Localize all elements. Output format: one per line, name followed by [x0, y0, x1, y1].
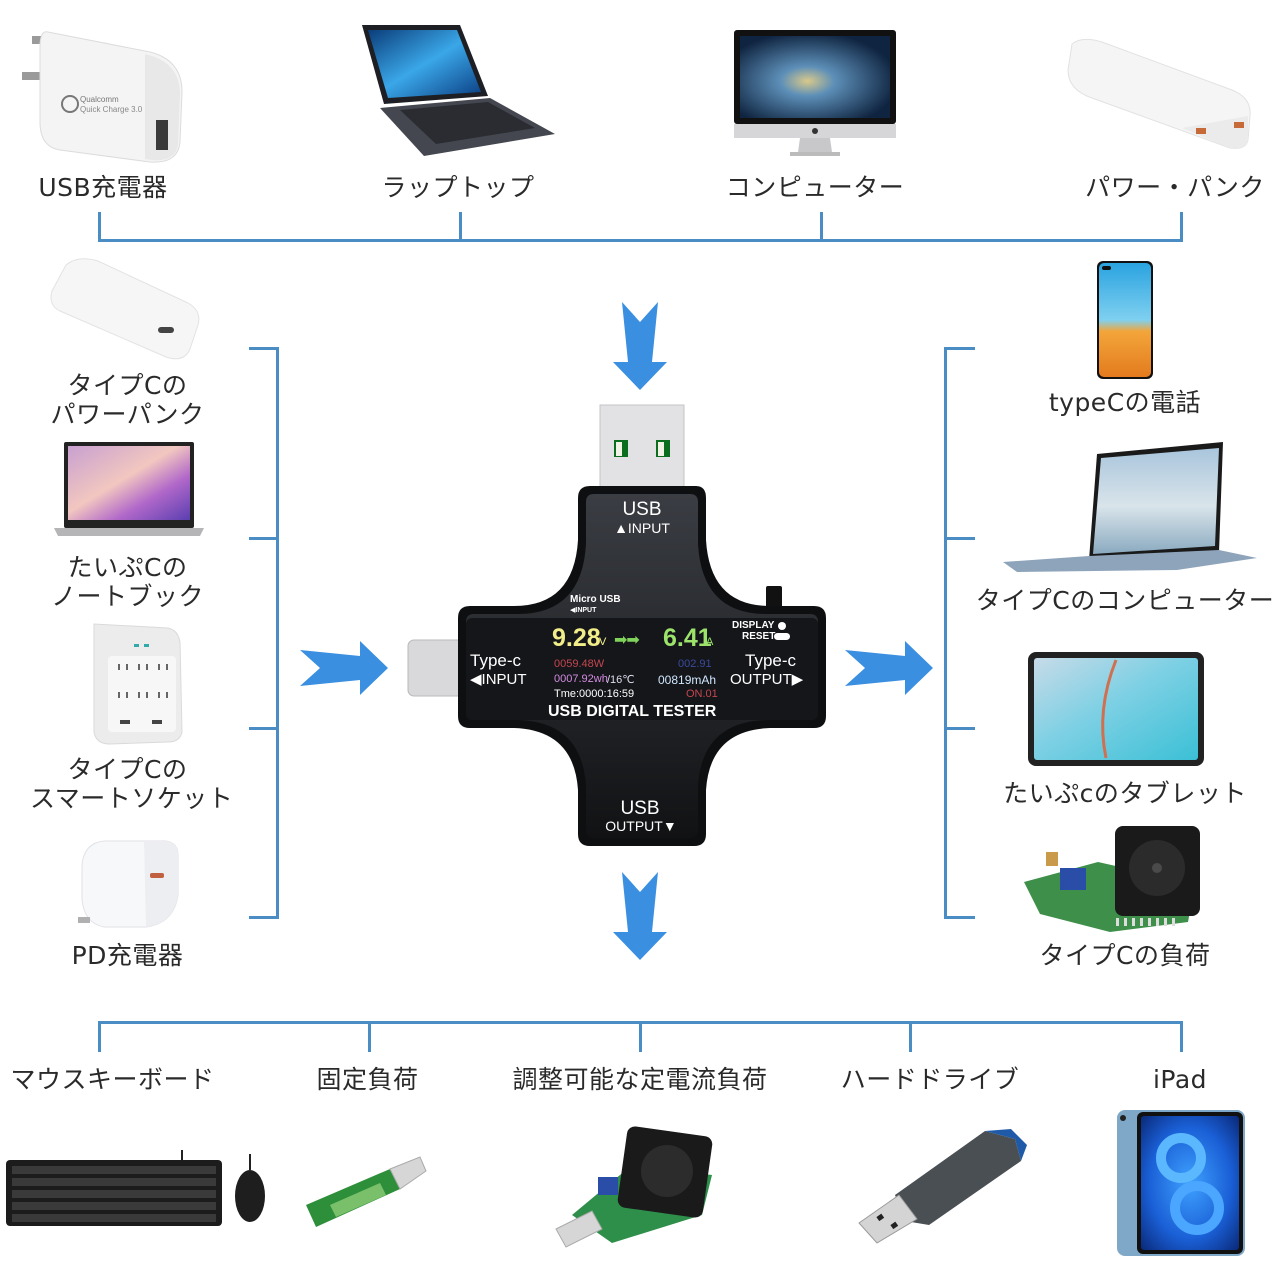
usb-drive-image — [858, 1129, 1027, 1244]
usb-digital-tester: USB ▲INPUT Micro USB ◀INPUT DISPLAY RESE… — [400, 400, 840, 860]
usb-output-sub: OUTPUT▼ — [605, 818, 677, 834]
left-label-smart-socket-line1: タイプCの — [67, 755, 188, 784]
voltage-unit: V — [599, 636, 607, 648]
bottom-label-adjustable-load: 調整可能な定電流負荷 — [512, 1065, 768, 1094]
left-label-typec-power-bank-line2: パワーパンク — [50, 400, 205, 429]
bottom-label-keyboard-mouse: マウスキーボード — [10, 1065, 215, 1094]
usb-input-title: USB — [622, 499, 662, 520]
svg-text:Quick Charge 3.0: Quick Charge 3.0 — [80, 105, 143, 114]
resistance-value: 002.91 — [678, 658, 712, 670]
usb-output-title: USB — [620, 798, 660, 819]
adjustable-load-image — [555, 1126, 713, 1248]
left-label-smart-socket-line2: スマートソケット — [30, 784, 234, 813]
right-label-typec-tablet: たいぷcのタブレット — [1003, 779, 1247, 808]
typec-output-title: Type-c — [745, 651, 797, 670]
capacity-value: 00819mAh — [658, 673, 717, 687]
micro-usb-sub: ◀INPUT — [570, 607, 597, 614]
arrow-down-bottom-icon — [613, 872, 667, 960]
smart-socket-image — [93, 623, 183, 745]
bottom-tick-5 — [1180, 1021, 1183, 1052]
energy-value: 0007.92wh — [554, 673, 608, 685]
right-tick-3 — [944, 727, 975, 730]
left-tick-4 — [249, 916, 279, 919]
current-value: 6.41 — [663, 624, 712, 652]
arrow-right-right-icon — [845, 641, 933, 695]
right-label-typec-load: タイプCの負荷 — [1039, 941, 1211, 970]
typec-phone-image — [1097, 261, 1153, 379]
right-bar-line — [944, 347, 947, 918]
flow-arrows: ➡➡ — [614, 632, 640, 649]
typec-input-title: Type-c — [470, 651, 522, 670]
typec-tablet-image — [1028, 652, 1204, 766]
power-bank-image — [1067, 38, 1251, 149]
display-button-icon[interactable] — [778, 622, 786, 630]
typec-input-sub: ◀INPUT — [470, 671, 527, 688]
typec-power-bank-image — [50, 258, 200, 360]
micro-usb-label: Micro USB — [570, 594, 621, 605]
usb-input-sub: ▲INPUT — [614, 520, 670, 536]
bottom-label-ipad: iPad — [1152, 1065, 1208, 1094]
top-tick-4 — [1180, 212, 1183, 241]
brand-label: USB DIGITAL TESTER — [548, 703, 717, 720]
usb-charger-image: Qualcomm Quick Charge 3.0 — [22, 31, 183, 163]
laptop-image — [362, 25, 555, 156]
top-tick-2 — [459, 212, 462, 241]
left-bar-line — [276, 347, 279, 918]
left-label-typec-power-bank-line1: タイプCの — [67, 371, 188, 400]
voltage-value: 9.28 — [552, 624, 601, 652]
display-label: DISPLAY — [732, 620, 775, 631]
current-unit: A — [706, 636, 714, 648]
reset-button-icon[interactable] — [774, 633, 790, 640]
pd-charger-image — [78, 840, 179, 928]
bottom-label-usb-drive: ハードドライブ — [840, 1065, 1020, 1094]
temperature-value: /16℃ — [607, 674, 635, 686]
left-tick-2 — [249, 537, 279, 540]
arrow-down-top-icon — [613, 302, 667, 390]
right-label-typec-computer: タイプCのコンピューター — [975, 586, 1275, 615]
ipad-image — [1117, 1110, 1245, 1256]
bottom-tick-2 — [368, 1021, 371, 1052]
svg-text:Qualcomm: Qualcomm — [80, 95, 119, 104]
left-label-pd-charger: PD充電器 — [71, 941, 184, 970]
left-label-typec-notebook-line1: たいぷCの — [67, 553, 188, 582]
reset-label: RESET — [742, 631, 776, 642]
bottom-label-fixed-load: 固定負荷 — [316, 1065, 419, 1094]
top-tick-1 — [98, 212, 101, 241]
left-label-typec-notebook-line2: ノートブック — [50, 582, 204, 611]
bottom-tick-1 — [98, 1021, 101, 1052]
tester-body-shape — [407, 404, 826, 846]
top-tick-3 — [820, 212, 823, 241]
top-label-computer: コンピューター — [725, 173, 905, 202]
left-tick-1 — [249, 347, 279, 350]
arrow-right-left-icon — [300, 641, 388, 695]
keyboard-mouse-image — [6, 1150, 265, 1226]
top-label-power-bank: パワー・パンク — [1085, 173, 1265, 202]
top-label-laptop: ラップトップ — [381, 173, 535, 202]
bottom-tick-3 — [639, 1021, 642, 1052]
typec-notebook-image — [54, 442, 204, 536]
right-label-typec-phone: typeCの電話 — [1048, 388, 1202, 417]
typec-computer-image — [1003, 442, 1257, 572]
fixed-load-image — [306, 1156, 427, 1227]
typec-load-image — [1024, 826, 1200, 932]
power-value: 0059.48W — [554, 658, 605, 670]
typec-output-sub: OUTPUT▶ — [730, 671, 804, 688]
bottom-tick-4 — [909, 1021, 912, 1052]
top-bar-line — [98, 239, 1183, 242]
right-tick-2 — [944, 537, 975, 540]
left-tick-3 — [249, 727, 279, 730]
right-tick-4 — [944, 916, 975, 919]
status-value: ON.01 — [686, 688, 718, 700]
right-tick-1 — [944, 347, 975, 350]
time-value: Tme:0000:16:59 — [554, 688, 635, 700]
top-label-usb-charger: USB充電器 — [38, 173, 168, 202]
desktop-computer-image — [734, 30, 896, 156]
